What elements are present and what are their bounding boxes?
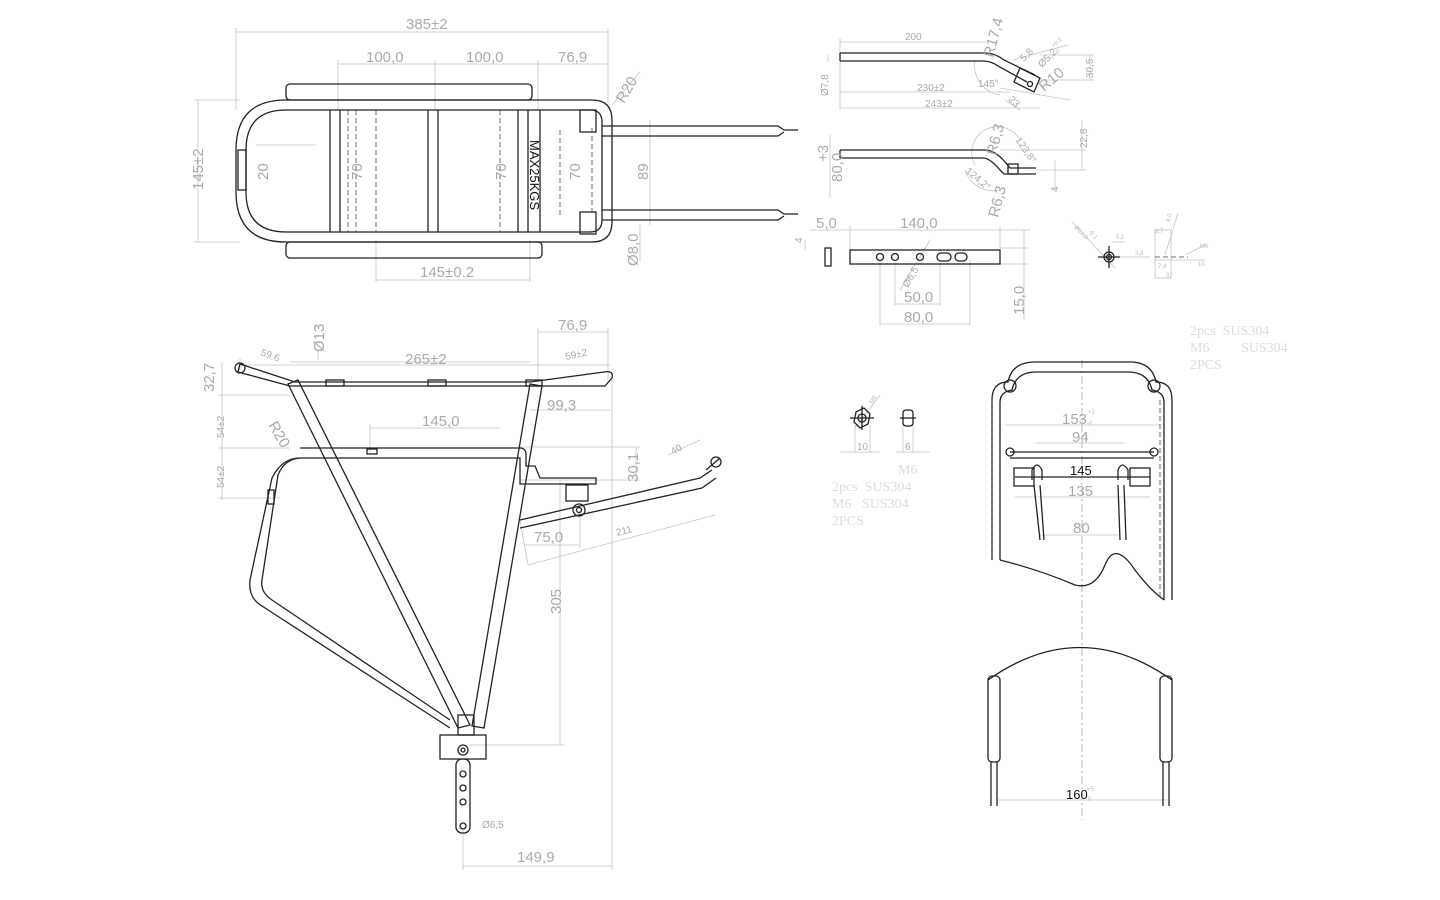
dim-hole-span: 50,0 [904, 289, 933, 306]
dim-bend-radius: R17,4 [980, 16, 1007, 59]
dim-b: 3,8 [1135, 251, 1144, 257]
dim-tab: 5,8 [1018, 46, 1036, 64]
dim-straight: 200 [905, 32, 922, 43]
dim-rear-tail: 59±2 [564, 347, 588, 362]
note-line: 2PCS [832, 514, 864, 529]
dim-radius: R20 [613, 74, 641, 106]
dim-leg-height: 305 [548, 589, 565, 614]
dim-outer-tol-lower: -0 [1087, 421, 1093, 427]
dim-mid-len: 145,0 [422, 413, 460, 430]
dim-length: 140,0 [900, 215, 938, 232]
dim-c: 8,7 [1155, 229, 1164, 235]
dim-arm-len: 211 [615, 524, 634, 539]
dim-outer: 153 [1062, 411, 1087, 428]
dim-len-1: 230±2 [917, 83, 945, 94]
dim-bracket: 145 [1070, 463, 1092, 478]
nut-detail: M6 10 6 M6 2pcs SUS304 M6 SUS304 2PCS [832, 394, 930, 529]
dim-outer-tol-upper: +2 [1088, 410, 1096, 416]
top-view-dimension-lines [194, 28, 651, 282]
dim-hole-tol-lower: 0 [1055, 48, 1062, 55]
dim-f: 31 [1166, 273, 1173, 279]
dim-radius-1: R6,3 [983, 122, 1008, 157]
dim-thread: M6 [1200, 244, 1209, 250]
note-line: 2PCS [1190, 358, 1222, 373]
dim-tol: +3 [815, 145, 832, 162]
dim-slot-1: 70 [349, 163, 366, 180]
dim-lower-1: 54±2 [216, 415, 227, 438]
top-frame-outline [235, 83, 798, 259]
front-view: 153 +2 -0 94 145 135 80 160 +5 0 [987, 360, 1173, 820]
dim-span-3: 76,9 [558, 49, 587, 66]
dim-rise: 22,8 [1079, 128, 1090, 148]
dim-tip-radius: R10 [1036, 64, 1068, 95]
dim-inner: 94 [1072, 429, 1089, 446]
dim-clamp-span: 135 [1068, 483, 1093, 500]
dim-thickness: 5,0 [816, 215, 837, 232]
dim-overall-length: 385±2 [406, 16, 448, 33]
note-line: M6 [832, 497, 851, 512]
dim-a: 5,1 [1116, 235, 1125, 241]
dim-tube-dia: Ø7,8 [820, 74, 831, 96]
dim-inner-width: 145±0.2 [420, 264, 474, 281]
dim-span-1: 100,0 [366, 49, 404, 66]
nut-thread-label: M6 [898, 463, 917, 478]
dim-d: 10 [1198, 262, 1205, 268]
load-marking: MAX25KGS [527, 140, 542, 210]
dim-front-len: 59,6 [259, 347, 281, 364]
dim-span-2: 100,0 [466, 49, 504, 66]
dim-slot-2: 70 [493, 163, 510, 180]
dim-rear-offset: 99,3 [547, 397, 576, 414]
dim-hole: Ø6,5 [901, 265, 922, 290]
dim-clamp: 20 [255, 163, 272, 180]
dim-slot-3: 70 [567, 163, 584, 180]
dim-tube-dia: Ø8,0 [625, 233, 642, 266]
dim-thick: 4 [1050, 186, 1061, 192]
dim-thread: M6 [869, 394, 879, 405]
dim-arm-base: 75,0 [534, 529, 563, 546]
top-view: 385±2 100,0 100,0 76,9 R20 145±2 20 70 7… [190, 16, 798, 282]
dim-height: 15,0 [1011, 286, 1028, 315]
dim-width: 10 [857, 442, 869, 453]
dim-edge: 4 [794, 237, 805, 243]
dim-lower-2: 54±2 [216, 465, 227, 488]
dim-len-2: 243±2 [925, 99, 953, 110]
dim-length: 80,0 [829, 153, 846, 182]
dim-angle-2: 124,2° [963, 166, 992, 193]
stay-detail-2: R6,3 22,8 +3 80,0 123,8° 124,2° R6,3 4 [815, 120, 1090, 219]
note-line: M6 SUS304 [1190, 341, 1288, 356]
dim-tube: Ø13 [311, 324, 328, 352]
dim-dia: Ø13,0 [1073, 225, 1089, 241]
dim-height: 6 [905, 442, 911, 453]
dim-radius-2: R6,3 [985, 184, 1010, 219]
dim-angle-1: 123,8° [1013, 135, 1039, 165]
material-notes-top: 2pcs SUS304 M6 SUS304 2PCS [1190, 324, 1288, 373]
dim-width: 145±2 [190, 148, 207, 190]
dim-height-top: 32,7 [201, 363, 218, 392]
dim-slot-span: 80,0 [904, 309, 933, 326]
dim-hole: Ø6,5 [482, 820, 504, 831]
note-line: 2pcs SUS304 [1190, 324, 1269, 339]
bolt-detail: Ø13,0 -0.1 5,1 3,8 8,7 M6 10 7,4 31 8,0 [1071, 212, 1209, 279]
top-frame-hidden-lines [347, 110, 593, 232]
dim-g: 8,0 [1166, 212, 1173, 222]
note-line: SUS304 [862, 497, 909, 512]
dim-e: 7,4 [1158, 264, 1167, 270]
dim-stay-spacing: 89 [635, 163, 652, 180]
dim-foot-tol-lower: 0 [1088, 797, 1092, 803]
dim-foot-offset: 149,9 [517, 849, 555, 866]
dim-arm-tip: 40 [669, 442, 685, 457]
dim-foot-tol-upper: +5 [1087, 787, 1095, 793]
dim-offset: 30,5 [1085, 58, 1096, 78]
dim-rear-len: 76,9 [558, 317, 587, 334]
dim-stay-span: 80 [1073, 520, 1090, 537]
dim-angle: 145° [978, 79, 999, 90]
plate-detail: 5,0 140,0 4 Ø6,5 50,0 80,0 15,0 [794, 215, 1030, 326]
dim-foot-span: 160 [1066, 787, 1088, 802]
side-view: 32,7 59,6 Ø13 265±2 76,9 59±2 99,3 54±2 … [201, 317, 722, 870]
dim-deck-len: 265±2 [405, 351, 447, 368]
note-line: 2pcs SUS304 [832, 480, 911, 495]
dim-arm-rise: 30,1 [625, 453, 642, 482]
stay-detail-1: 200 R17,4 Ø7,8 230±2 243±2 5,8 Ø5,2 +0.2… [820, 16, 1096, 111]
dim-radius: R20 [265, 419, 293, 451]
